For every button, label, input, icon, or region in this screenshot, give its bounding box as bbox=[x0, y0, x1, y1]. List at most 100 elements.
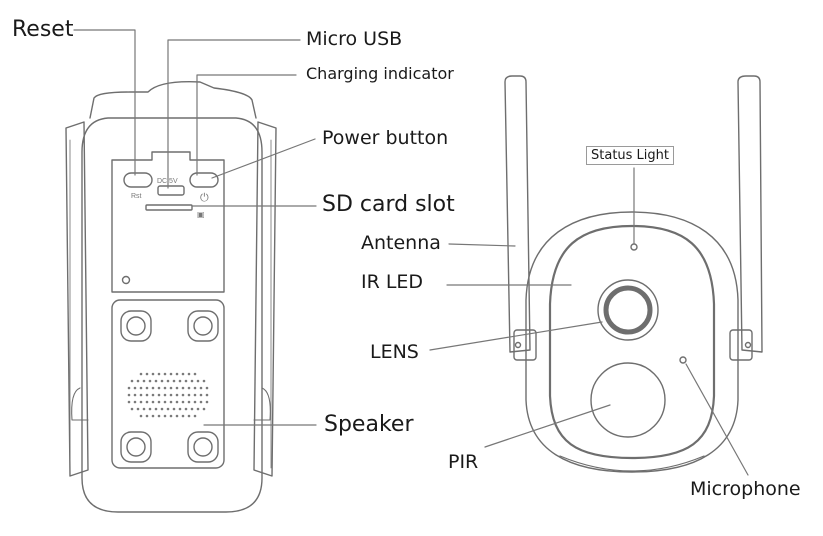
speaker-hole bbox=[172, 379, 176, 383]
speaker-hole bbox=[193, 400, 197, 404]
speaker-hole bbox=[193, 372, 197, 376]
speaker-hole bbox=[205, 386, 209, 390]
speaker-hole bbox=[127, 386, 131, 390]
speaker-hole bbox=[139, 414, 143, 418]
speaker-hole bbox=[169, 400, 173, 404]
rst-mark: Rst bbox=[131, 193, 142, 200]
front-right-antenna bbox=[737, 75, 763, 353]
screw-bottom-right bbox=[187, 431, 219, 463]
speaker-hole bbox=[157, 400, 161, 404]
speaker-hole bbox=[181, 372, 185, 376]
speaker-hole bbox=[139, 372, 143, 376]
speaker-hole bbox=[148, 379, 152, 383]
back-view bbox=[65, 81, 277, 513]
back-left-antenna bbox=[65, 121, 89, 477]
speaker-hole bbox=[175, 414, 179, 418]
speaker-hole bbox=[175, 386, 179, 390]
front-housing bbox=[525, 211, 739, 473]
speaker-hole bbox=[169, 393, 173, 397]
speaker-hole bbox=[193, 414, 197, 418]
lens-leader bbox=[429, 321, 603, 351]
speaker-hole bbox=[127, 400, 131, 404]
speaker-hole bbox=[199, 393, 203, 397]
speaker-hole bbox=[145, 400, 149, 404]
charging-indicator-leader bbox=[196, 74, 297, 176]
speaker-hole bbox=[130, 379, 134, 383]
screw-top-left bbox=[120, 310, 152, 342]
charging-indicator-label: Charging indicator bbox=[306, 64, 454, 83]
speaker-hole bbox=[184, 379, 188, 383]
speaker-hole bbox=[178, 407, 182, 411]
speaker-hole bbox=[175, 372, 179, 376]
pir-label: PIR bbox=[448, 451, 479, 473]
speaker-hole bbox=[157, 372, 161, 376]
speaker-hole bbox=[139, 386, 143, 390]
speaker-hole bbox=[163, 400, 167, 404]
back-body bbox=[81, 117, 263, 513]
speaker-hole bbox=[187, 393, 191, 397]
speaker-label: Speaker bbox=[324, 412, 414, 437]
speaker-hole bbox=[151, 400, 155, 404]
microphone-hole bbox=[679, 356, 687, 364]
power-button-label: Power button bbox=[322, 127, 449, 149]
speaker-hole bbox=[193, 386, 197, 390]
speaker-hole bbox=[130, 407, 134, 411]
speaker-hole bbox=[187, 414, 191, 418]
speaker-hole bbox=[178, 379, 182, 383]
speaker-hole bbox=[151, 372, 155, 376]
speaker-hole bbox=[205, 393, 209, 397]
microphone-label: Microphone bbox=[690, 478, 801, 500]
battery-panel bbox=[111, 151, 225, 293]
lens-ring bbox=[597, 279, 659, 341]
speaker-hole bbox=[193, 393, 197, 397]
speaker-hole bbox=[133, 386, 137, 390]
speaker-hole bbox=[181, 386, 185, 390]
back-right-antenna bbox=[253, 121, 277, 477]
speaker-hole bbox=[151, 414, 155, 418]
speaker-grille bbox=[127, 372, 209, 418]
sd-card-slot-shape bbox=[145, 204, 193, 211]
ir-led-label: IR LED bbox=[361, 271, 424, 293]
speaker-hole bbox=[142, 379, 146, 383]
speaker-hole bbox=[145, 414, 149, 418]
microphone-leader bbox=[685, 363, 749, 476]
speaker-hole bbox=[181, 393, 185, 397]
status-light-label: Status Light bbox=[586, 146, 674, 165]
front-face bbox=[548, 224, 716, 460]
speaker-hole bbox=[145, 372, 149, 376]
speaker-hole bbox=[142, 407, 146, 411]
sd-symbol-mark: ▣ bbox=[197, 210, 205, 219]
speaker-hole bbox=[133, 400, 137, 404]
speaker-hole bbox=[196, 379, 200, 383]
speaker-hole bbox=[163, 393, 167, 397]
speaker-hole bbox=[175, 393, 179, 397]
speaker-hole bbox=[160, 407, 164, 411]
speaker-panel bbox=[111, 299, 225, 469]
speaker-hole bbox=[190, 379, 194, 383]
speaker-hole bbox=[187, 386, 191, 390]
lens-glass bbox=[603, 285, 653, 335]
lens-label: LENS bbox=[370, 341, 419, 363]
power-button-leader bbox=[211, 138, 316, 179]
speaker-hole bbox=[166, 407, 170, 411]
power-button-shape bbox=[189, 172, 219, 188]
speaker-hole bbox=[160, 379, 164, 383]
antenna-label: Antenna bbox=[361, 232, 441, 254]
speaker-hole bbox=[169, 386, 173, 390]
top-mount bbox=[89, 81, 257, 119]
speaker-hole bbox=[181, 414, 185, 418]
speaker-hole bbox=[199, 386, 203, 390]
reset-label: Reset bbox=[12, 17, 74, 42]
front-view bbox=[504, 75, 763, 473]
dc5v-mark: DC 5V bbox=[157, 178, 178, 185]
speaker-hole bbox=[184, 407, 188, 411]
antenna-leader bbox=[448, 243, 516, 247]
micro-usb-leader bbox=[167, 39, 301, 189]
leader-lines bbox=[73, 29, 749, 476]
speaker-hole bbox=[139, 393, 143, 397]
speaker-hole bbox=[202, 407, 206, 411]
speaker-hole bbox=[139, 400, 143, 404]
status-light-dot bbox=[630, 243, 638, 251]
speaker-hole bbox=[127, 393, 131, 397]
